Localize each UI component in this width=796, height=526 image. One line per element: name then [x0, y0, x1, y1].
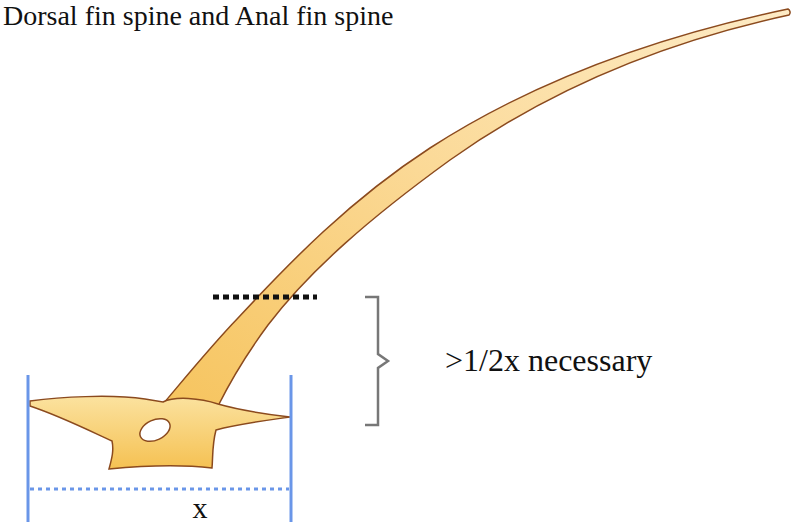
requirement-note: >1/2x necessary: [445, 343, 652, 378]
bracket: [365, 297, 388, 425]
width-dimension: [30, 488, 289, 491]
width-limit-left: [27, 375, 30, 522]
spine: [163, 9, 790, 406]
diagram-title: Dorsal fin spine and Anal fin spine: [3, 1, 393, 32]
measure-line: [213, 295, 317, 300]
pterygiophore-base: [30, 396, 290, 469]
dimension-label: x: [193, 491, 208, 524]
base-hole: [136, 414, 173, 446]
width-limit-right: [290, 375, 293, 522]
